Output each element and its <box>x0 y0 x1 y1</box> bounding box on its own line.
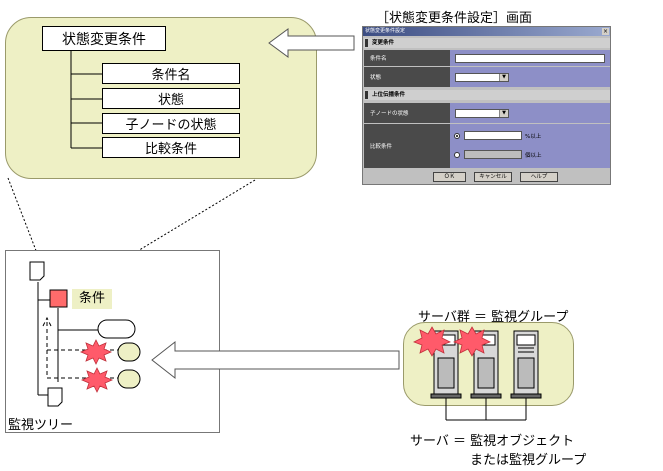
condition-tag: 条件 <box>72 289 112 309</box>
tree-node-child-state: 子ノードの状態 <box>102 113 240 134</box>
document-icon <box>47 387 63 407</box>
monitor-tree-window <box>5 250 220 433</box>
tree-node-state: 状態 <box>102 88 240 109</box>
field-label: 条件名 <box>370 56 387 62</box>
tree-node-label: 子ノードの状態 <box>125 118 217 133</box>
leaf-node <box>117 342 141 362</box>
chevron-down-icon[interactable]: ▼ <box>499 110 508 117</box>
field-label: 状態 <box>370 75 382 81</box>
dialog-caption: ［状態変更条件設定］画面 <box>376 11 533 26</box>
percent-radio[interactable] <box>454 133 460 139</box>
help-button[interactable]: ヘルプ <box>520 172 558 182</box>
burst-icon <box>413 326 451 357</box>
tree-node-condition-name: 条件名 <box>102 63 240 84</box>
condition-name-input[interactable] <box>455 54 605 63</box>
chevron-down-icon[interactable]: ▼ <box>499 74 508 81</box>
condition-tag-label: 条件 <box>78 291 105 306</box>
field-label: 子ノードの状態 <box>370 111 409 117</box>
ok-button[interactable]: ＯＫ <box>433 172 466 182</box>
count-radio[interactable] <box>454 152 460 158</box>
child-state-label: 子ノードの状態 <box>364 103 450 123</box>
percent-unit: %以上 <box>525 134 542 140</box>
section-header: 変更条件 <box>364 38 610 48</box>
burst-icon <box>79 339 113 365</box>
condition-name-row <box>450 50 610 66</box>
server-label: サーバ ＝ 監視オブジェクト <box>410 434 575 449</box>
server-icon <box>430 330 462 399</box>
left-arrow-icon <box>151 340 400 380</box>
tree-node-compare: 比較条件 <box>102 137 240 158</box>
server-label-2: または監視グループ <box>470 453 587 468</box>
server-group-label: サーバ群 ＝ 監視グループ <box>418 310 569 325</box>
monitor-tree-caption: 監視ツリー <box>8 418 74 433</box>
compare-label: 比較条件 <box>364 124 450 168</box>
burst-icon <box>80 367 114 393</box>
tree-node-label: 条件名 <box>151 68 191 83</box>
condition-name-label: 条件名 <box>364 50 450 66</box>
state-label: 状態 <box>364 67 450 87</box>
field-label: 比較条件 <box>370 144 393 150</box>
leaf-node <box>117 369 141 389</box>
percent-input[interactable] <box>464 131 522 140</box>
left-arrow-icon <box>268 28 355 58</box>
tree-root-node: 状態変更条件 <box>42 26 166 51</box>
server-icon <box>510 330 542 399</box>
leaf-node <box>97 319 136 339</box>
tree-node-label: 状態 <box>157 93 184 108</box>
section-header: 上位伝播条件 <box>364 90 610 100</box>
child-state-dropdown[interactable]: ▼ <box>455 109 509 118</box>
dialog-title-bar: 状態変更条件設定 × <box>363 27 610 36</box>
count-unit: 個以上 <box>525 153 542 159</box>
dialog-title: 状態変更条件設定 <box>365 28 406 34</box>
condition-node <box>49 289 68 308</box>
state-dropdown[interactable]: ▼ <box>455 73 509 82</box>
count-input[interactable] <box>464 150 522 159</box>
cancel-button[interactable]: キャンセル <box>474 172 512 182</box>
tree-node-label: 比較条件 <box>144 142 197 157</box>
child-state-row: ▼ <box>450 103 610 123</box>
burst-icon <box>453 326 491 357</box>
close-icon[interactable]: × <box>602 28 609 35</box>
compare-row: %以上 個以上 <box>450 124 610 168</box>
state-row: ▼ <box>450 67 610 87</box>
document-icon <box>29 261 45 281</box>
condition-dialog: 状態変更条件設定 × 変更条件 条件名 状態 ▼ 上位伝播条件 子ノードの状態 … <box>362 26 611 185</box>
tree-root-label: 状態変更条件 <box>62 31 146 48</box>
